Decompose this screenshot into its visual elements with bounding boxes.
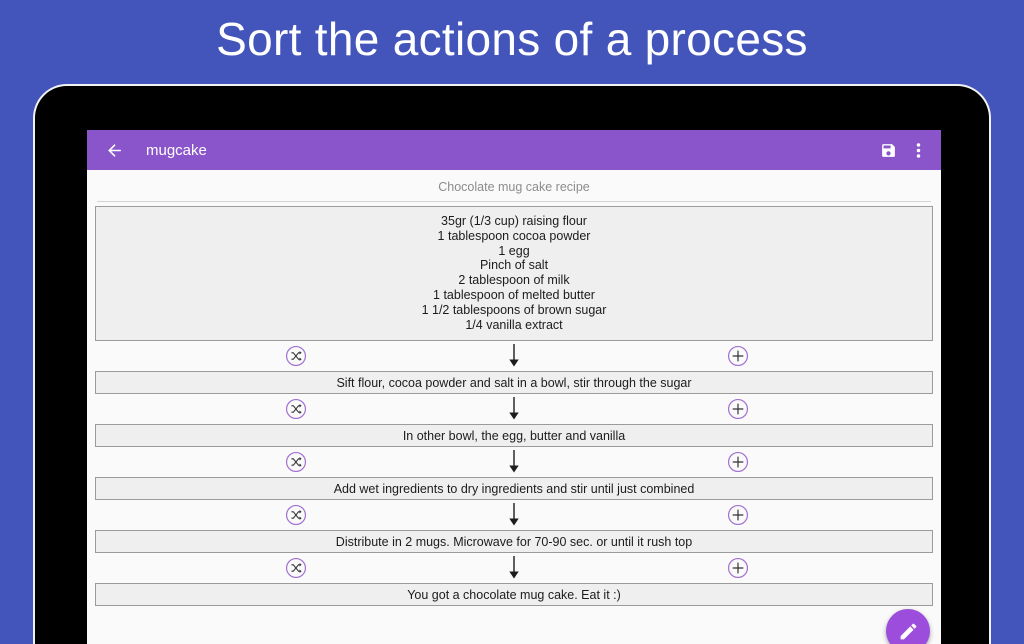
connector-row: [95, 341, 933, 371]
connector-row: [95, 394, 933, 424]
step-row[interactable]: Add wet ingredients to dry ingredients a…: [95, 477, 933, 501]
step-text: Sift flour, cocoa powder and salt in a b…: [336, 375, 692, 390]
ingredients-block[interactable]: 35gr (1/3 cup) raising flour 1 tablespoo…: [95, 206, 933, 342]
down-arrow-icon: [505, 395, 523, 423]
add-circle-icon[interactable]: [726, 397, 750, 421]
down-arrow-icon: [505, 448, 523, 476]
recipe-title: Chocolate mug cake recipe: [97, 170, 931, 202]
step-text: You got a chocolate mug cake. Eat it :): [407, 587, 621, 602]
shuffle-icon[interactable]: [284, 344, 308, 368]
edit-fab-button[interactable]: [886, 609, 930, 644]
shuffle-icon[interactable]: [284, 503, 308, 527]
step-row[interactable]: Distribute in 2 mugs. Microwave for 70-9…: [95, 530, 933, 554]
add-circle-icon[interactable]: [726, 344, 750, 368]
add-circle-icon[interactable]: [726, 450, 750, 474]
ingredient-line: 2 tablespoon of milk: [458, 273, 570, 288]
add-circle-icon[interactable]: [726, 503, 750, 527]
connector-row: [95, 500, 933, 530]
step-row[interactable]: Sift flour, cocoa powder and salt in a b…: [95, 371, 933, 395]
shuffle-icon[interactable]: [284, 397, 308, 421]
promo-headline: Sort the actions of a process: [216, 13, 808, 65]
step-text: Distribute in 2 mugs. Microwave for 70-9…: [335, 534, 693, 549]
add-circle-icon[interactable]: [726, 556, 750, 580]
app-content: Chocolate mug cake recipe 35gr (1/3 cup)…: [87, 170, 941, 644]
ingredient-line: 1 tablespoon cocoa powder: [437, 228, 591, 243]
ingredient-line: 1 egg: [498, 243, 530, 258]
ingredient-line: 1/4 vanilla extract: [465, 317, 563, 332]
tablet-screen: mugcake Chocolate mug cake recipe 35gr (…: [87, 130, 941, 644]
down-arrow-icon: [505, 501, 523, 529]
ingredient-line: 1 tablespoon of melted butter: [433, 287, 595, 302]
step-row[interactable]: You got a chocolate mug cake. Eat it :): [95, 583, 933, 607]
connector-row: [95, 447, 933, 477]
down-arrow-icon: [505, 342, 523, 370]
connector-row: [95, 553, 933, 583]
step-text: In other bowl, the egg, butter and vanil…: [402, 428, 626, 443]
save-icon[interactable]: [873, 135, 903, 165]
ingredient-line: 35gr (1/3 cup) raising flour: [441, 214, 587, 228]
tablet-device-frame: mugcake Chocolate mug cake recipe 35gr (…: [33, 84, 991, 644]
step-text: Add wet ingredients to dry ingredients a…: [333, 481, 695, 496]
edit-pencil-icon: [900, 623, 916, 639]
overflow-menu-icon[interactable]: [907, 135, 929, 165]
app-title: mugcake: [146, 141, 207, 159]
ingredient-line: 1 1/2 tablespoons of brown sugar: [421, 302, 607, 317]
back-arrow-icon[interactable]: [99, 135, 129, 165]
step-row[interactable]: In other bowl, the egg, butter and vanil…: [95, 424, 933, 448]
shuffle-icon[interactable]: [284, 556, 308, 580]
down-arrow-icon: [505, 554, 523, 582]
ingredient-line: Pinch of salt: [479, 258, 549, 273]
app-toolbar: mugcake: [87, 130, 941, 170]
shuffle-icon[interactable]: [284, 450, 308, 474]
